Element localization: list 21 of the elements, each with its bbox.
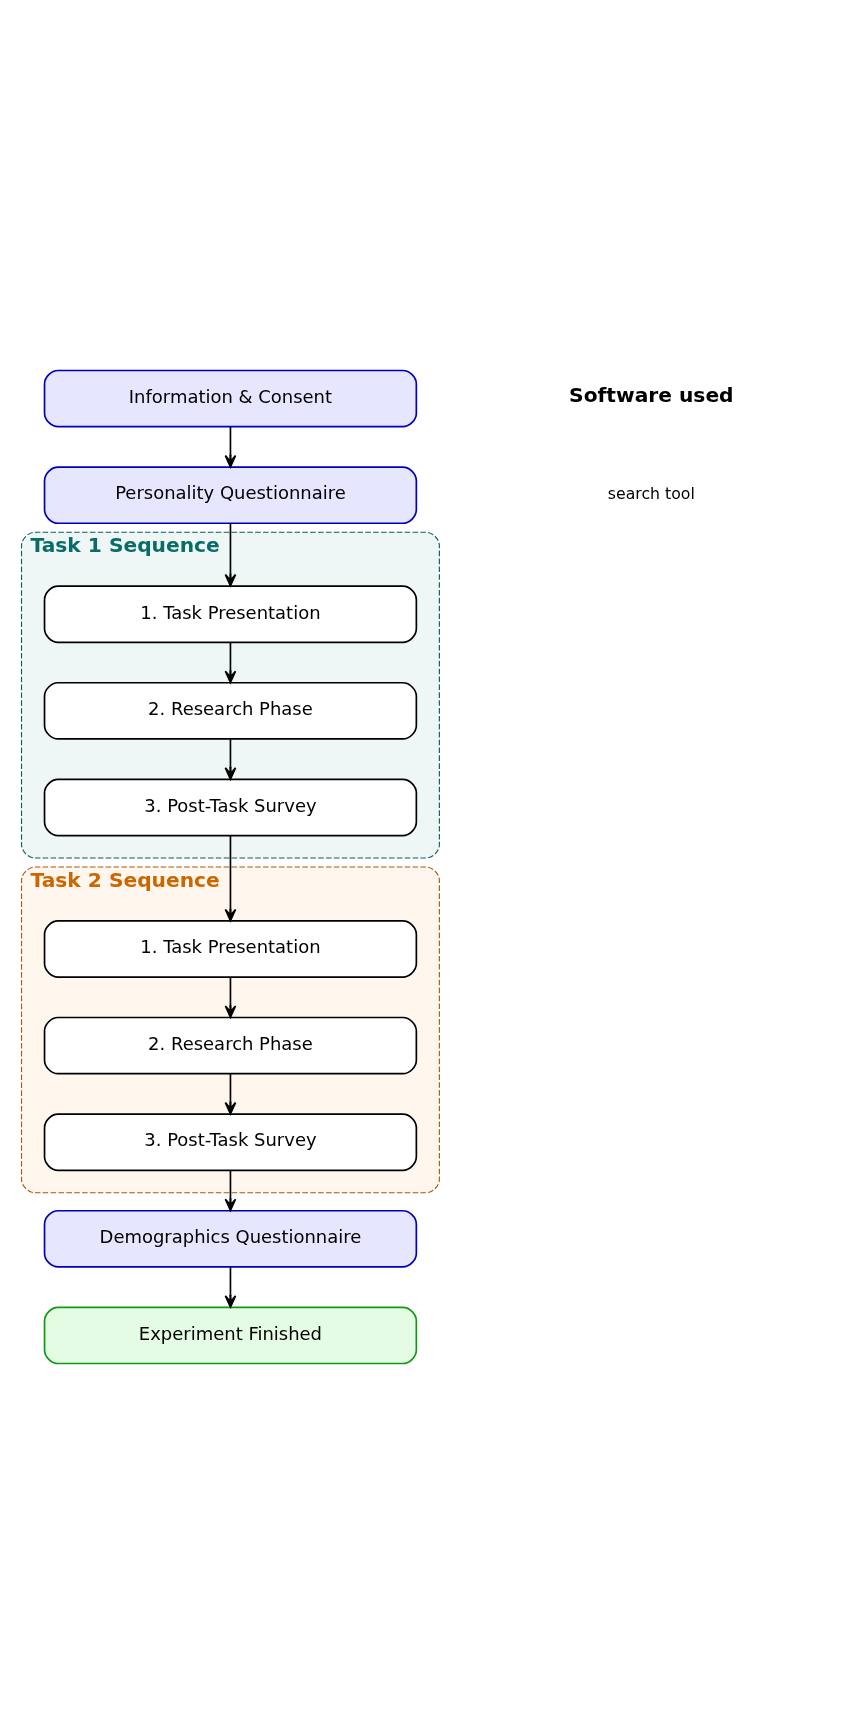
node-box: 3. Post-Task Survey bbox=[43, 1112, 418, 1171]
arrow bbox=[224, 1169, 237, 1211]
node-box: 3. Post-Task Survey bbox=[43, 778, 418, 836]
node-box: Personality Questionnaire bbox=[43, 465, 418, 524]
node-box: Demographics Questionnaire bbox=[43, 1209, 418, 1268]
node-box: 2. Research Phase bbox=[43, 1016, 418, 1075]
label: search tool bbox=[607, 483, 695, 503]
arrow bbox=[224, 522, 237, 587]
arrow bbox=[224, 1072, 237, 1115]
arrow bbox=[224, 425, 237, 468]
arrow bbox=[224, 1265, 237, 1308]
label: Software used bbox=[569, 382, 734, 407]
node-box: 2. Research Phase bbox=[43, 681, 418, 740]
node-box: Information & Consent bbox=[43, 369, 418, 427]
arrow bbox=[224, 641, 237, 683]
node-box: 1. Task Presentation bbox=[43, 919, 418, 978]
arrow bbox=[224, 737, 237, 780]
node-box: Experiment Finished bbox=[43, 1306, 418, 1364]
node-box: 1. Task Presentation bbox=[43, 584, 418, 643]
arrow bbox=[224, 834, 237, 922]
arrow bbox=[224, 976, 237, 1018]
